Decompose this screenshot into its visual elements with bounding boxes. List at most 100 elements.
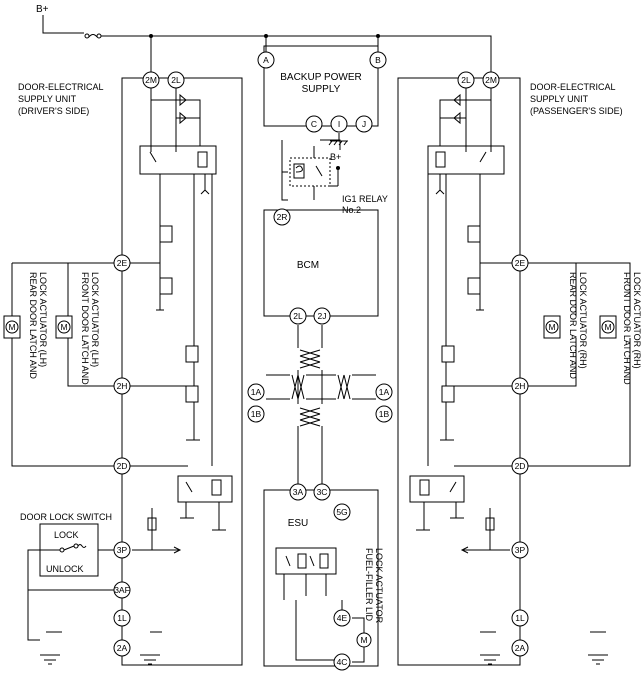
ground-symbol <box>328 133 348 146</box>
front-lh-line1: FRONT DOOR LATCH AND <box>80 272 90 385</box>
backup-line2: SUPPLY <box>302 84 341 95</box>
passenger-relay-upper <box>427 86 505 195</box>
terminal-bcm-2R <box>273 208 291 226</box>
terminal-label-esu-5G: 5G <box>336 507 347 517</box>
lock-label: LOCK <box>54 530 79 540</box>
passenger-transistors <box>440 174 484 441</box>
terminal-label-esu-3C: 3C <box>317 487 328 497</box>
terminal-label-mid-1B: 1B <box>251 409 262 419</box>
svg-text:M: M <box>548 322 555 332</box>
terminal-label-right-2L: 2L <box>461 75 471 85</box>
terminal-left-1L <box>113 609 131 627</box>
terminal-left-2M <box>142 71 160 89</box>
terminal-right-2M <box>482 71 500 89</box>
terminal-label-bcm-2R: 2R <box>277 212 288 222</box>
bcm-label: BCM <box>297 260 319 271</box>
motor-rear-rh: M <box>543 315 561 339</box>
terminal-esu-4C <box>333 653 351 671</box>
terminal-label-right-2E: 2E <box>515 258 526 268</box>
terminal-label-esu-4C: 4C <box>337 657 348 667</box>
front-rh-line1: FRONT DOOR LATCH AND <box>622 272 632 385</box>
passenger-unit-outline <box>397 77 521 666</box>
driver-unit-line2: SUPPLY UNIT <box>18 94 77 104</box>
passenger-unit-line3: (PASSENGER'S SIDE) <box>530 106 623 116</box>
terminal-esu-3C <box>313 483 331 501</box>
terminal-backup-A <box>257 51 275 69</box>
motor-front-rh: M <box>599 315 617 339</box>
front-rh-line2: LOCK ACTUATOR (RH) <box>632 272 642 369</box>
terminal-label-right-2A: 2A <box>515 643 526 653</box>
motor-front-lh: M <box>55 315 73 339</box>
terminal-label-esu-3A: 3A <box>293 487 304 497</box>
terminal-label-left-2L: 2L <box>171 75 181 85</box>
terminal-label-left-1L: 1L <box>117 613 127 623</box>
terminal-left-2D <box>113 457 131 475</box>
terminal-left-2H <box>113 377 131 395</box>
terminal-right-2E <box>511 254 529 272</box>
ig1-relay <box>281 139 341 201</box>
esu-relay <box>275 547 343 661</box>
terminal-label-backup-I: I <box>338 119 340 129</box>
relay-name2: No.2 <box>342 205 361 215</box>
terminal-label-left-2D: 2D <box>117 461 128 471</box>
terminal-bcm-2L <box>289 307 307 325</box>
terminal-label-backup-C: C <box>311 119 317 129</box>
svg-text:M: M <box>360 635 367 645</box>
terminal-mid-1B <box>375 405 393 423</box>
terminal-right-1L <box>511 609 529 627</box>
fuel-line2: LOCK ACTUATOR <box>374 548 384 624</box>
terminal-label-backup-J: J <box>362 119 366 129</box>
terminal-label-mid-1B: 1B <box>379 409 390 419</box>
terminal-esu-4E <box>333 609 351 627</box>
passenger-lower-wiring <box>460 508 608 665</box>
terminal-left-2E <box>113 254 131 272</box>
terminal-label-right-3P: 3P <box>515 545 526 555</box>
twisted-pair-horizontal <box>266 370 376 404</box>
terminal-label-left-3AF: 3AF <box>114 585 130 595</box>
terminal-label-mid-1A: 1A <box>379 387 390 397</box>
terminal-right-2A <box>511 639 529 657</box>
terminal-mid-1A <box>375 383 393 401</box>
terminal-label-bcm-2L: 2L <box>293 311 303 321</box>
esu-label: ESU <box>288 518 309 529</box>
terminal-mid-1B <box>247 405 265 423</box>
passenger-unit-line1: DOOR-ELECTRICAL <box>530 82 616 92</box>
terminal-label-right-2H: 2H <box>515 381 526 391</box>
terminal-bcm-2J <box>313 307 331 325</box>
terminal-left-3P <box>113 541 131 559</box>
driver-unit-line3: (DRIVER'S SIDE) <box>18 106 89 116</box>
rear-lh-line1: REAR DOOR LATCH AND <box>28 272 38 379</box>
terminal-label-left-2M: 2M <box>145 75 157 85</box>
fuel-line1: FUEL-FILLER LID <box>364 548 374 622</box>
svg-text:M: M <box>8 322 15 332</box>
driver-relay-lower <box>177 475 233 531</box>
motor-rear-lh: M <box>3 315 21 339</box>
terminal-label-left-3P: 3P <box>117 545 128 555</box>
relay-name1: IG1 RELAY <box>342 194 388 204</box>
terminal-label-left-2H: 2H <box>117 381 128 391</box>
terminal-right-3P <box>511 541 529 559</box>
terminal-backup-I <box>330 115 348 133</box>
terminal-label-bcm-2J: 2J <box>318 311 327 321</box>
terminal-left-2A <box>113 639 131 657</box>
motor-fuel-lid: M <box>352 617 372 663</box>
terminal-backup-J <box>355 115 373 133</box>
door-lock-switch-title: DOOR LOCK SWITCH <box>20 512 112 522</box>
terminal-backup-B <box>369 51 387 69</box>
backup-line1: BACKUP POWER <box>280 72 362 83</box>
terminal-right-2H <box>511 377 529 395</box>
driver-relay-upper <box>139 86 217 195</box>
terminal-esu-5G <box>333 503 351 521</box>
twisted-pair-vertical-upper <box>297 325 323 369</box>
terminal-label-backup-B: B <box>375 55 381 65</box>
terminal-right-2D <box>511 457 529 475</box>
svg-text:M: M <box>604 322 611 332</box>
terminal-label-right-1L: 1L <box>515 613 525 623</box>
driver-lower-wiring <box>27 508 182 665</box>
terminal-left-3AF <box>113 581 131 599</box>
terminal-esu-3A <box>289 483 307 501</box>
passenger-relay-lower <box>409 475 465 531</box>
front-lh-line2: LOCK ACTUATOR (LH) <box>90 272 100 367</box>
